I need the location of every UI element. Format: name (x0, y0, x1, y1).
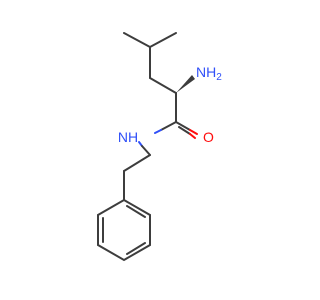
bond-carbonyl-nh-hetero (154, 129, 162, 134)
phenyl-double-bond-2 (126, 242, 146, 255)
phenyl-ring (97, 198, 151, 262)
bond-methyl-right (149, 32, 177, 48)
carbonyl-oxygen-label: O (203, 129, 214, 145)
bond-carbonyl-o-2-hetero (189, 133, 196, 139)
bond-ch2-ch2 (123, 154, 151, 172)
amide-nh-label: NH (118, 129, 138, 145)
structural-formula: NH2 NH O (97, 32, 222, 262)
stereo-wedge-bond (176, 75, 195, 93)
bond-nh-ch2 (141, 145, 151, 156)
amino-group-label: NH2 (196, 64, 222, 83)
bond-methyl-left (123, 32, 151, 48)
bond-ch2-alpha (149, 77, 177, 94)
bond-carbonyl-o-1-hetero (189, 129, 198, 135)
bond-carbonyl-o-2 (178, 126, 191, 135)
phenyl-double-bond-1 (126, 205, 146, 218)
bond-carbonyl-nh (160, 121, 177, 131)
bond-carbonyl-o-1 (175, 121, 191, 131)
